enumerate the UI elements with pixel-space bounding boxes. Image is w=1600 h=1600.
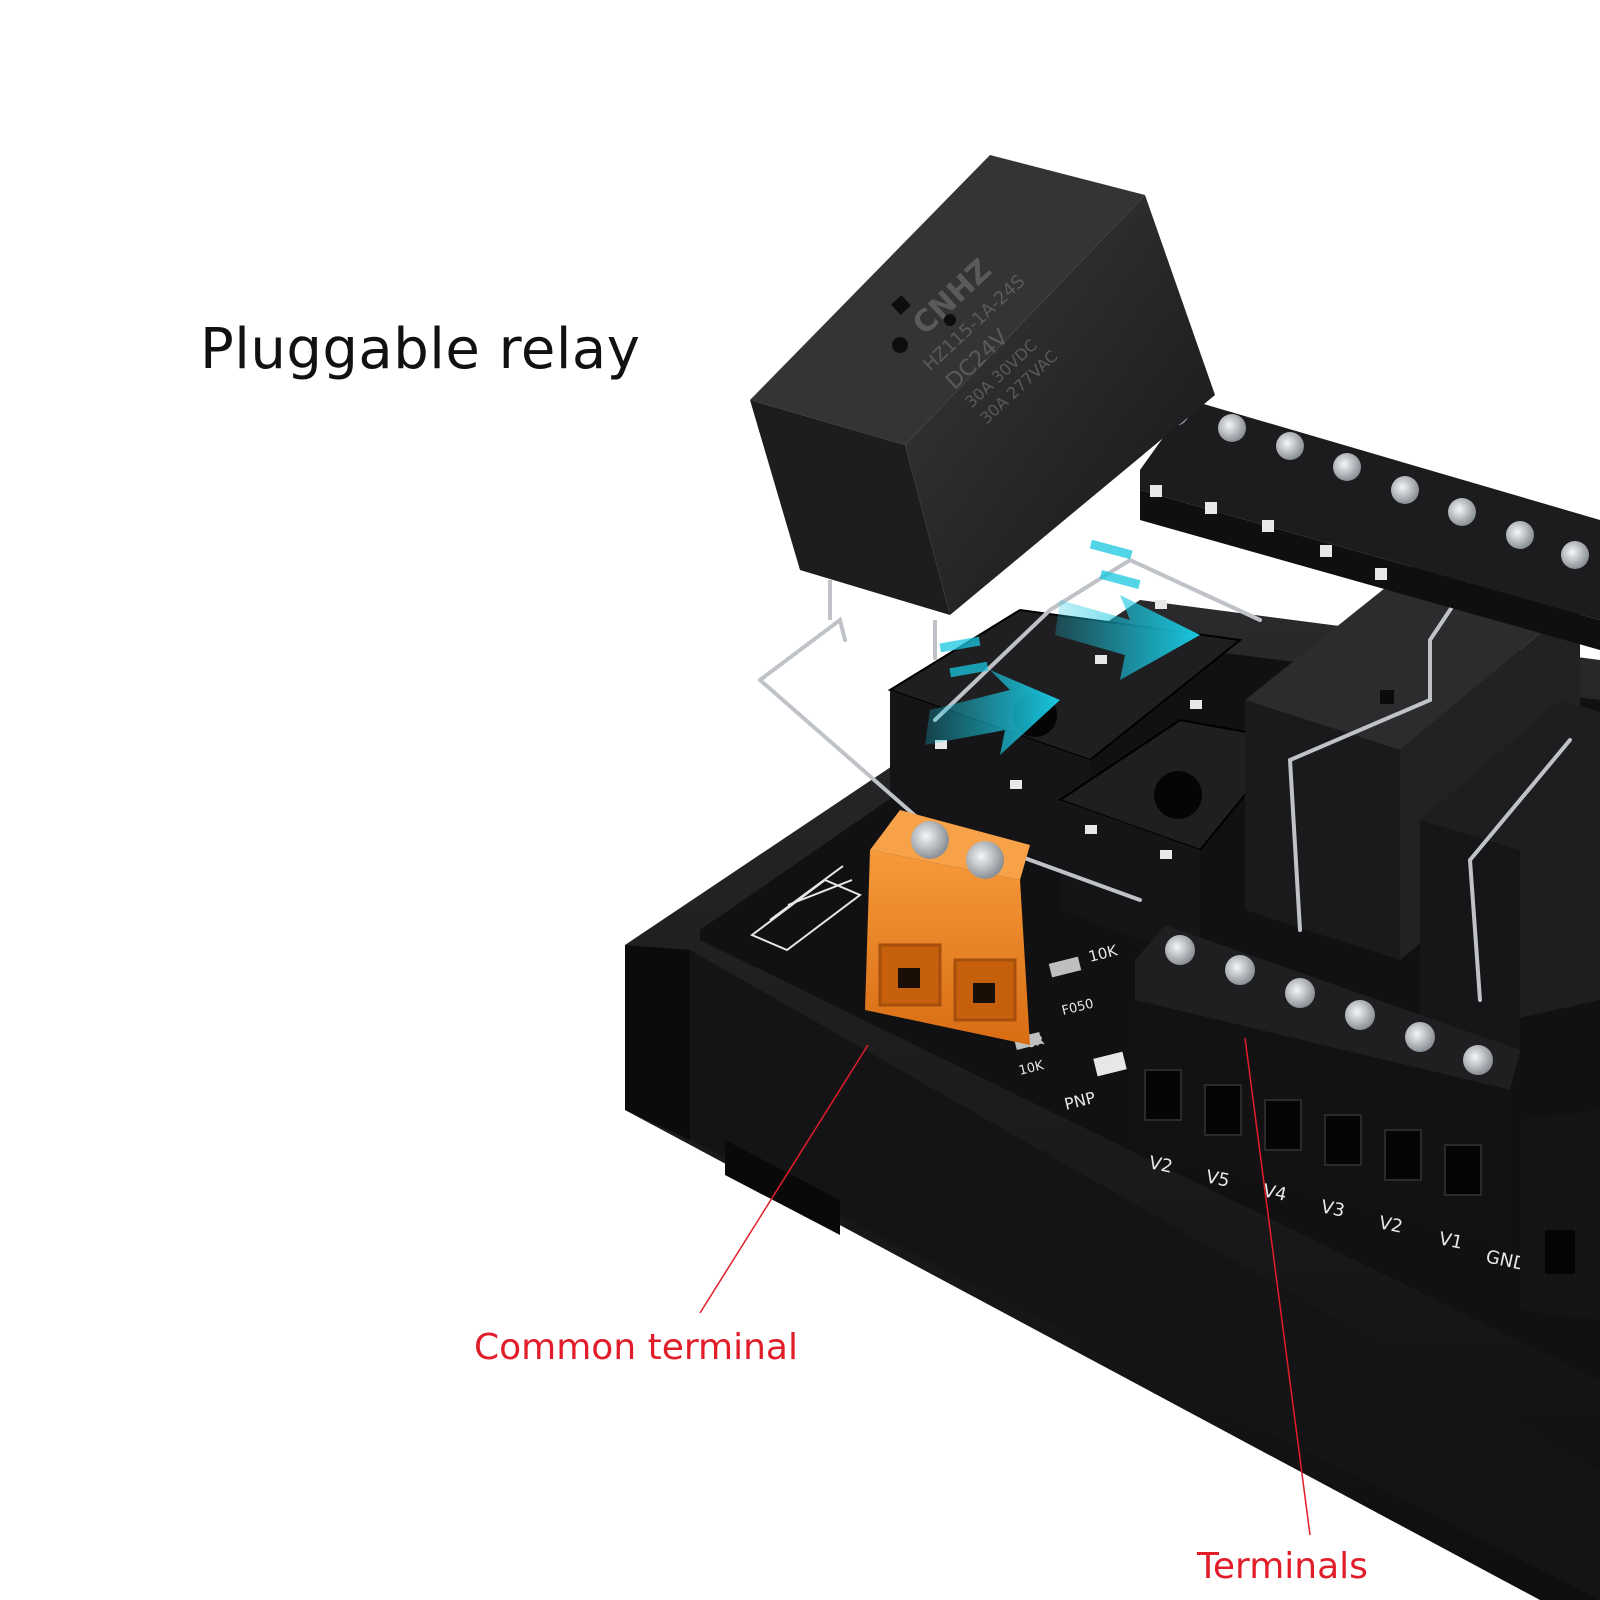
insertion-arrow-icon — [925, 670, 1060, 755]
bottom-terminal-block: V2 V5 V4 V3 V2 V1 GND — [1135, 925, 1529, 1275]
pin-label-5: V2 — [1377, 1212, 1405, 1237]
pin-label-6: V1 — [1437, 1228, 1465, 1253]
common-terminal-block — [865, 810, 1030, 1045]
common-terminal-screw-2 — [966, 841, 1004, 879]
pcb-marking-10k-2: 10K — [1017, 1058, 1045, 1079]
installed-relay-2 — [1420, 700, 1600, 1060]
silkscreen-grid — [750, 865, 862, 952]
right-terminal-block — [1520, 1110, 1600, 1320]
callout-lines — [699, 1037, 1311, 1536]
pin-label-2: V5 — [1204, 1166, 1232, 1191]
common-terminal-leader — [699, 1044, 869, 1314]
common-terminal-label: Common terminal — [474, 1327, 798, 1368]
insertion-arrows — [925, 539, 1200, 755]
pin-label-4: V3 — [1319, 1196, 1347, 1221]
bottom-terminal-screws — [1165, 935, 1493, 1075]
terminals-label: Terminals — [1197, 1546, 1368, 1587]
terminals-leader — [1244, 1037, 1311, 1536]
pin-label-1: V2 — [1147, 1152, 1175, 1177]
relay-socket-right — [1057, 700, 1292, 960]
common-terminal-screw — [911, 821, 949, 859]
pluggable-relay: CNHZ HZ115-1A-24S DC24V 30A 30VDC 30A 27… — [750, 155, 1215, 660]
top-terminal-block — [1140, 398, 1600, 650]
pluggable-relay-label: Pluggable relay — [200, 317, 641, 382]
insertion-arrow-icon-2 — [1055, 595, 1200, 680]
